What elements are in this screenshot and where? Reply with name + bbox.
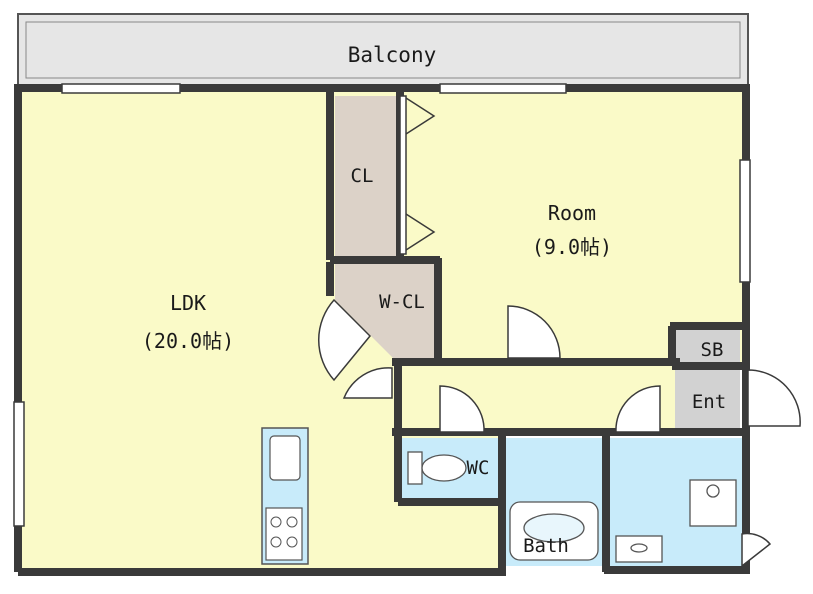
closet-door-marks bbox=[405, 97, 436, 251]
bath-label: Bath bbox=[523, 535, 569, 557]
kitchen-counter bbox=[261, 427, 309, 565]
balcony-inner bbox=[25, 21, 741, 79]
balcony-area bbox=[17, 13, 749, 87]
entrance-floor bbox=[675, 368, 740, 430]
windows bbox=[13, 83, 751, 527]
walk-in-closet-label: W-CL bbox=[379, 291, 425, 313]
washroom-fixtures bbox=[615, 479, 737, 563]
balcony-label: Balcony bbox=[348, 43, 437, 67]
closet-label: CL bbox=[351, 165, 374, 187]
room-size-label: (9.0帖) bbox=[532, 235, 612, 259]
ldk-label: LDK bbox=[170, 291, 206, 315]
walk-in-closet-floor bbox=[335, 262, 435, 360]
ldk-size-label: (20.0帖) bbox=[142, 329, 234, 353]
toilet-fixture bbox=[407, 451, 467, 485]
room-label: Room bbox=[548, 201, 596, 225]
shoe-box-label: SB bbox=[701, 339, 724, 361]
toilet-label: WC bbox=[467, 457, 490, 479]
bathtub bbox=[509, 501, 599, 561]
entrance-label: Ent bbox=[692, 391, 726, 413]
closet-floor bbox=[335, 96, 400, 256]
shoe-box-floor bbox=[675, 330, 740, 362]
door-swings bbox=[317, 298, 801, 568]
